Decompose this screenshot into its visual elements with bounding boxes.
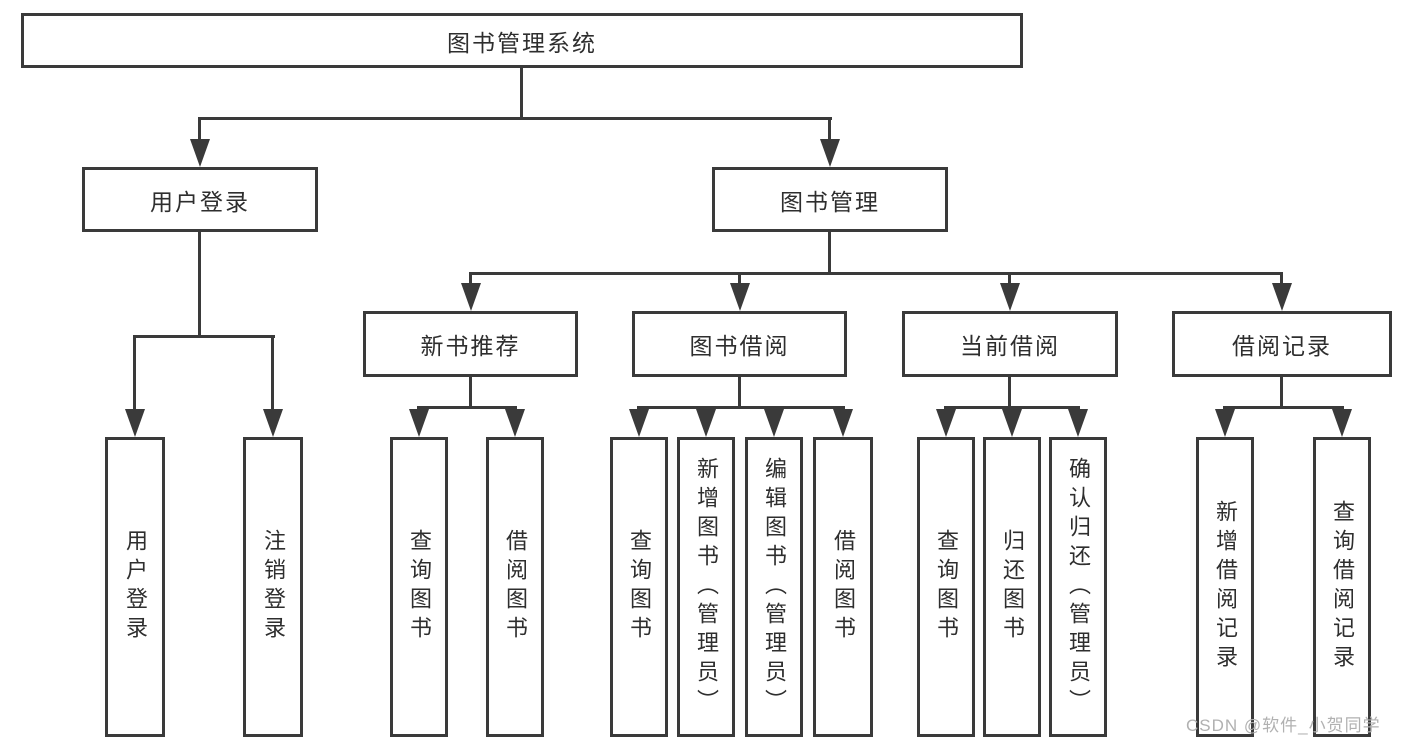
arrow-down-icon (409, 409, 429, 437)
connector-line (520, 68, 523, 120)
arrow-down-icon (1068, 409, 1088, 437)
leaf-label: 归还图书 (1000, 529, 1025, 645)
leaf-label: 新增借阅记录 (1213, 500, 1238, 674)
arrow-down-icon (1002, 409, 1022, 437)
leaf-label: 借阅图书 (831, 529, 856, 645)
node-book-borrowing: 图书借阅 (632, 311, 847, 377)
connector-line (637, 406, 845, 409)
connector-line (469, 272, 1283, 275)
connector-line (271, 335, 274, 411)
node-label: 图书管理 (780, 188, 880, 215)
node-borrowing-records: 借阅记录 (1172, 311, 1392, 377)
arrow-down-icon (1272, 283, 1292, 311)
arrow-down-icon (125, 409, 145, 437)
leaf-borrow-books-borrowing: 借阅图书 (813, 437, 873, 737)
node-current-borrowing: 当前借阅 (902, 311, 1118, 377)
connector-line (469, 377, 472, 409)
arrow-down-icon (629, 409, 649, 437)
leaf-return-book: 归还图书 (983, 437, 1041, 737)
arrow-down-icon (1332, 409, 1352, 437)
arrow-down-icon (820, 139, 840, 167)
connector-line (738, 272, 741, 285)
arrow-down-icon (936, 409, 956, 437)
leaf-add-borrow-record: 新增借阅记录 (1196, 437, 1254, 737)
connector-line (1280, 272, 1283, 285)
node-label: 新书推荐 (420, 333, 521, 359)
node-user-login: 用户登录 (82, 167, 318, 232)
connector-line (133, 335, 275, 338)
arrow-down-icon (764, 409, 784, 437)
leaf-borrow-books-recommend: 借阅图书 (486, 437, 544, 737)
leaf-user-login: 用户登录 (105, 437, 165, 737)
arrow-down-icon (461, 283, 481, 311)
arrow-down-icon (833, 409, 853, 437)
node-label: 用户登录 (150, 188, 250, 215)
connector-line (1008, 377, 1011, 409)
node-label: 图书管理系统 (447, 29, 597, 56)
arrow-down-icon (730, 283, 750, 311)
leaf-label: 查询图书 (627, 529, 652, 645)
connector-line (198, 232, 201, 338)
leaf-logout: 注销登录 (243, 437, 303, 737)
leaf-confirm-return-admin: 确认归还（管理员） (1049, 437, 1107, 737)
leaf-label: 查询图书 (934, 529, 959, 645)
connector-line (198, 117, 201, 141)
node-new-book-recommendation: 新书推荐 (363, 311, 578, 377)
connector-line (469, 272, 472, 285)
leaf-label: 借阅图书 (503, 529, 528, 645)
leaf-query-books-borrowing: 查询图书 (610, 437, 668, 737)
arrow-down-icon (1215, 409, 1235, 437)
leaf-label: 查询借阅记录 (1330, 500, 1355, 674)
connector-line (1280, 377, 1283, 409)
leaf-query-borrow-record: 查询借阅记录 (1313, 437, 1371, 737)
leaf-label: 注销登录 (261, 529, 286, 645)
leaf-query-books-current: 查询图书 (917, 437, 975, 737)
leaf-query-books-recommend: 查询图书 (390, 437, 448, 737)
connector-line (133, 335, 136, 411)
leaf-label: 确认归还（管理员） (1066, 456, 1091, 718)
connector-line (417, 406, 517, 409)
connector-line (1008, 272, 1011, 285)
csdn-watermark: CSDN @软件_小贺同学 (1186, 716, 1381, 735)
connector-line (828, 117, 831, 141)
node-book-management: 图书管理 (712, 167, 948, 232)
node-library-management-system: 图书管理系统 (21, 13, 1023, 68)
leaf-label: 查询图书 (407, 529, 432, 645)
leaf-label: 用户登录 (123, 529, 148, 645)
connector-line (198, 117, 832, 120)
connector-line (828, 232, 831, 275)
arrow-down-icon (263, 409, 283, 437)
node-label: 当前借阅 (960, 333, 1060, 359)
leaf-label: 新增图书（管理员） (694, 456, 719, 718)
node-label: 图书借阅 (689, 333, 790, 359)
connector-line (1223, 406, 1344, 409)
leaf-edit-book-admin: 编辑图书（管理员） (745, 437, 803, 737)
arrow-down-icon (1000, 283, 1020, 311)
arrow-down-icon (696, 409, 716, 437)
leaf-label: 编辑图书（管理员） (762, 456, 787, 718)
node-label: 借阅记录 (1232, 333, 1332, 359)
leaf-add-book-admin: 新增图书（管理员） (677, 437, 735, 737)
arrow-down-icon (190, 139, 210, 167)
connector-line (738, 377, 741, 409)
arrow-down-icon (505, 409, 525, 437)
